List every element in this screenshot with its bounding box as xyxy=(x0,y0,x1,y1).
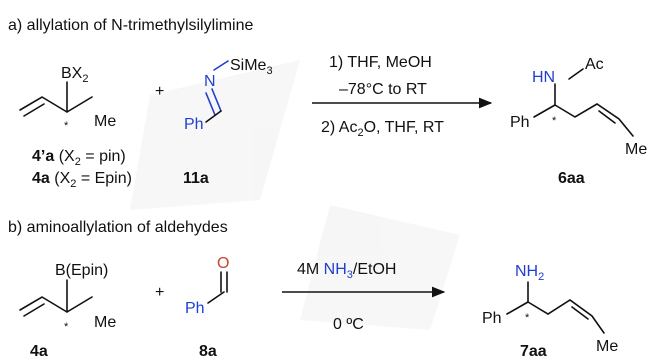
borane-group-label: BX xyxy=(61,65,83,82)
product-b-methyl: Me xyxy=(596,338,618,355)
reagent-imine: N SiMe3 Ph xyxy=(184,57,273,133)
svg-text:4M NH3/EtOH: 4M NH3/EtOH xyxy=(297,261,396,281)
label-aldehyde-8a: 8a xyxy=(199,343,217,360)
plus-sign-a: + xyxy=(155,83,164,100)
condition-a-temperature: –78°C to RT xyxy=(339,81,427,98)
imine-nitrogen: N xyxy=(204,73,216,90)
svg-text:4a (X2 = Epin): 4a (X2 = Epin) xyxy=(32,170,132,190)
product-homoallylic-amide: HN Ac Ph * Me xyxy=(510,56,647,158)
svg-text:2) Ac2O, THF, RT: 2) Ac2O, THF, RT xyxy=(321,119,444,139)
reagent-allylborane-b: B(Epin) Me * xyxy=(19,262,116,333)
imine-phenyl: Ph xyxy=(184,116,204,133)
amine-nh2: NH xyxy=(515,263,538,280)
aldehyde-phenyl: Ph xyxy=(185,300,205,317)
ammonia-label: NH xyxy=(324,261,347,278)
label-4a-pin: 4’a xyxy=(32,148,54,165)
svg-text:SiMe3: SiMe3 xyxy=(230,57,273,77)
methyl-label: Me xyxy=(94,113,116,130)
stereocenter-mark-b: * xyxy=(64,321,69,333)
watermark-shapes xyxy=(130,60,460,330)
section-a-title: a) allylation of N-trimethylsilylimine xyxy=(8,17,254,34)
svg-text:BX2: BX2 xyxy=(61,65,88,85)
amide-nh: HN xyxy=(532,69,555,86)
label-imine-11a: 11a xyxy=(183,170,209,187)
silyl-group-label: SiMe xyxy=(230,57,267,74)
plus-sign-b: + xyxy=(155,284,164,301)
product-b-stereocenter: * xyxy=(525,312,530,324)
product-a-stereocenter: * xyxy=(552,115,557,127)
condition-a-step2: 2) Ac xyxy=(321,119,357,136)
product-a-phenyl: Ph xyxy=(510,114,530,131)
label-product-7aa: 7aa xyxy=(520,343,547,360)
label-4a-epin: 4a xyxy=(32,170,50,187)
section-b-title: b) aminoallylation of aldehydes xyxy=(8,219,228,236)
reagent-allylborane-a: BX2 Me * xyxy=(19,65,116,132)
label-4a-b: 4a xyxy=(30,343,48,360)
svg-text:4’a (X2 = pin): 4’a (X2 = pin) xyxy=(32,148,126,168)
reagent-benzaldehyde: O Ph xyxy=(185,255,229,317)
methyl-label-b: Me xyxy=(94,314,116,331)
condition-a-step2-sub: 2 xyxy=(357,127,363,139)
product-homoallylic-amine: NH2 Ph * Me xyxy=(482,263,618,355)
condition-b-reagent: 4M xyxy=(297,261,324,278)
borane-subscript: 2 xyxy=(82,73,88,85)
borane-epin-label: B(Epin) xyxy=(55,262,108,279)
svg-text:NH2: NH2 xyxy=(515,263,544,283)
product-a-methyl: Me xyxy=(625,141,647,158)
silyl-subscript: 3 xyxy=(266,65,272,77)
aldehyde-oxygen: O xyxy=(217,255,229,272)
condition-b-temperature: 0 ºC xyxy=(333,316,364,333)
product-b-phenyl: Ph xyxy=(482,310,502,327)
condition-a-step1: 1) THF, MeOH xyxy=(329,54,432,71)
label-product-6aa: 6aa xyxy=(558,170,585,187)
stereocenter-mark: * xyxy=(64,120,69,132)
acetyl-label: Ac xyxy=(585,56,604,73)
